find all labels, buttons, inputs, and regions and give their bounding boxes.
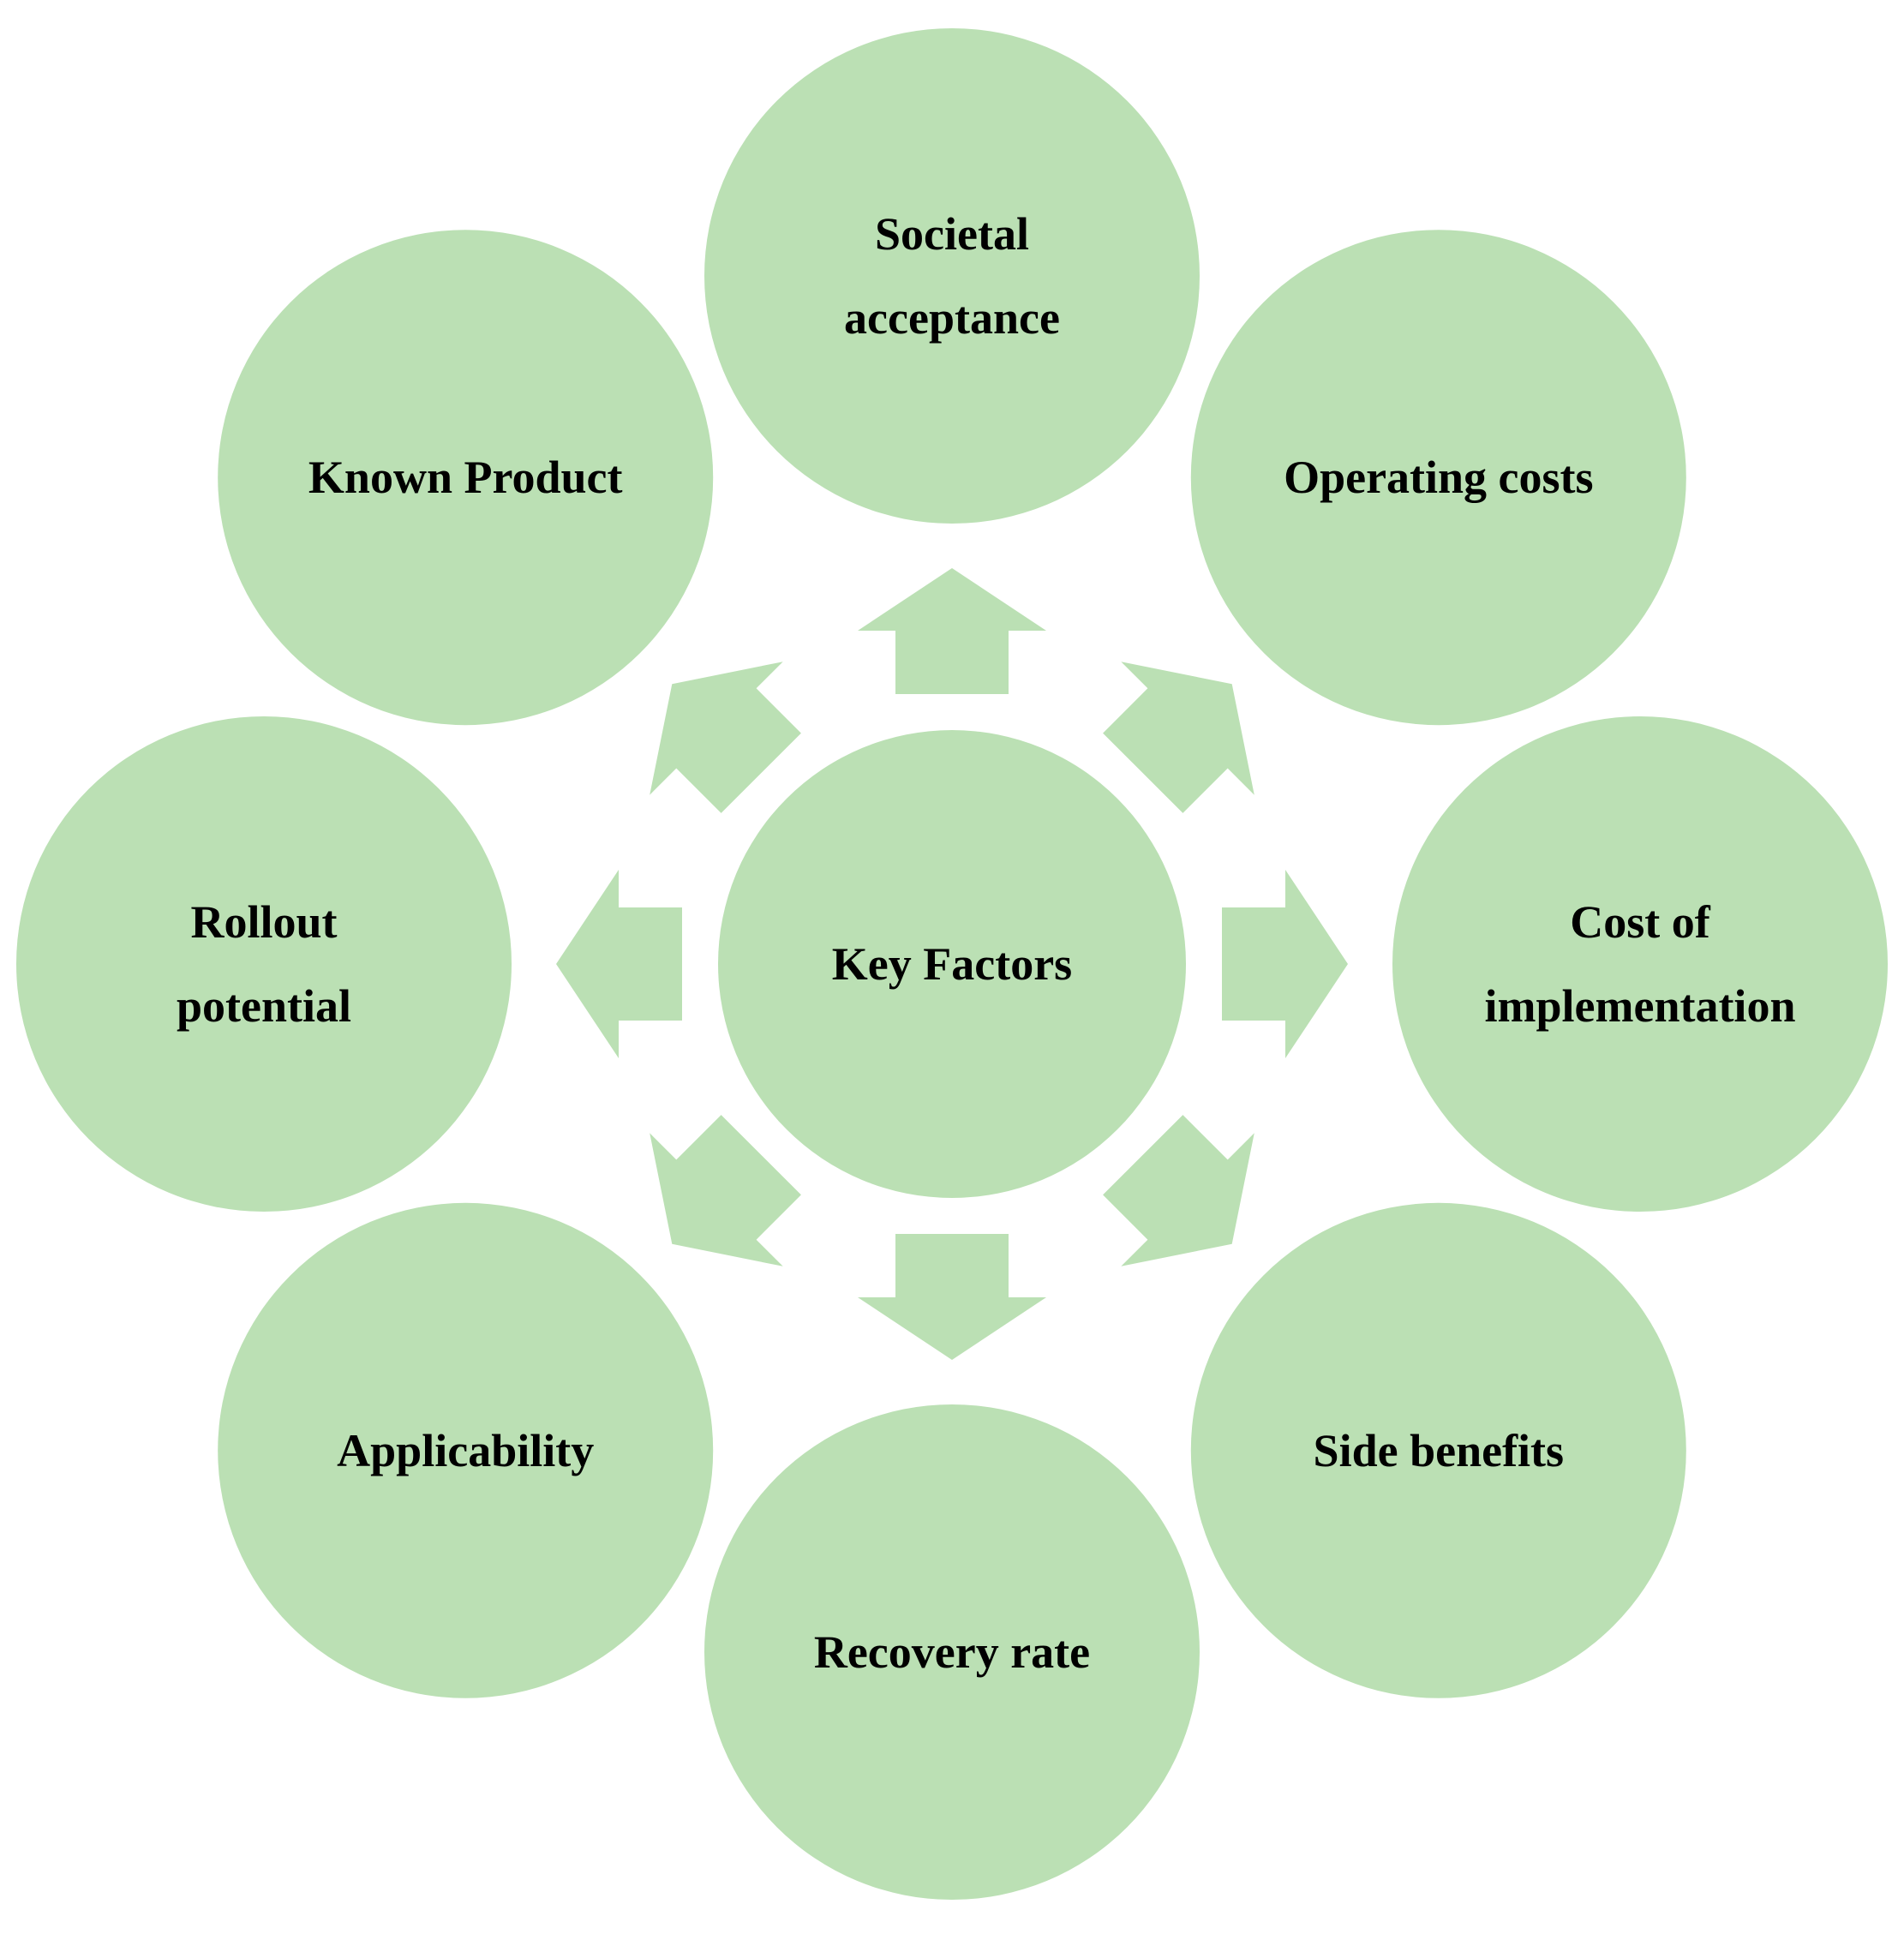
node-operating-costs [1190,230,1686,726]
node-known-product-label: Known Product [308,452,623,503]
arrow-to-recovery-rate [858,1234,1046,1360]
node-known-product [218,230,714,726]
node-societal-acceptance-label-line-2: acceptance [844,292,1060,344]
node-societal-acceptance-label-line-1: Societal [875,208,1029,260]
arrow-to-applicability [650,1115,801,1266]
node-rollout-potential [16,716,512,1212]
arrow-to-known-product [650,662,801,813]
arrow-to-operating-costs [1103,662,1254,813]
node-applicability [218,1202,714,1698]
arrows-group [556,568,1348,1360]
node-rollout-potential-label-line-2: potential [177,980,351,1032]
node-applicability-label: Applicability [337,1425,594,1476]
center-node [718,730,1186,1198]
node-rollout-potential-label-line-1: Rollout [190,896,337,948]
arrow-to-societal-acceptance [858,568,1046,694]
arrow-to-rollout-potential [556,870,682,1058]
node-cost-of-implementation-label-line-2: implementation [1485,980,1796,1032]
node-cost-of-implementation [1392,716,1888,1212]
node-recovery-rate-label: Recovery rate [814,1626,1090,1678]
node-societal-acceptance [704,28,1200,524]
node-side-benefits-label: Side benefits [1314,1425,1565,1476]
center-node-label: Key Factors [832,938,1072,990]
arrow-to-cost-of-implementation [1222,870,1348,1058]
node-cost-of-implementation-label-line-1: Cost of [1570,896,1710,948]
node-operating-costs-label: Operating costs [1284,452,1593,503]
arrow-to-side-benefits [1103,1115,1254,1266]
node-recovery-rate [704,1404,1200,1900]
node-side-benefits [1190,1202,1686,1698]
